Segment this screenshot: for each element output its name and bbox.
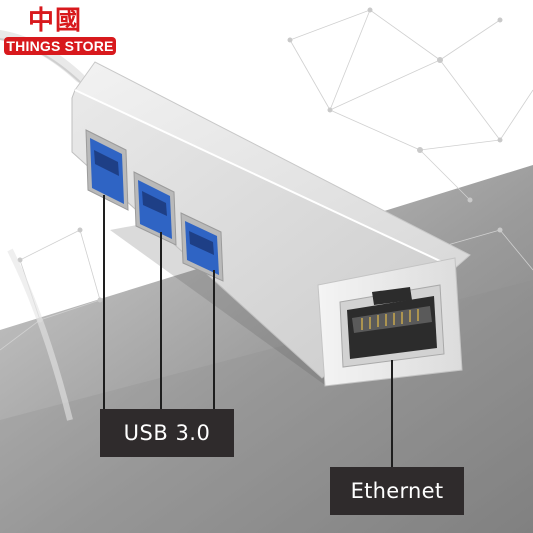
usb-port-1 xyxy=(85,129,129,211)
usb-label: USB 3.0 xyxy=(100,409,234,457)
usb-callout-lines xyxy=(103,195,215,410)
hub-edge-highlight xyxy=(74,89,456,269)
usb-port-3 xyxy=(180,212,224,282)
logo-english-text: THINGS STORE xyxy=(4,37,116,55)
network-mesh-decoration xyxy=(0,9,533,351)
usb-port-2 xyxy=(133,171,177,246)
logo-chinese-text: 中國 xyxy=(28,6,83,36)
ethernet-label: Ethernet xyxy=(330,467,464,515)
store-logo: 中國 THINGS STORE xyxy=(4,4,116,62)
ethernet-port xyxy=(339,284,445,368)
